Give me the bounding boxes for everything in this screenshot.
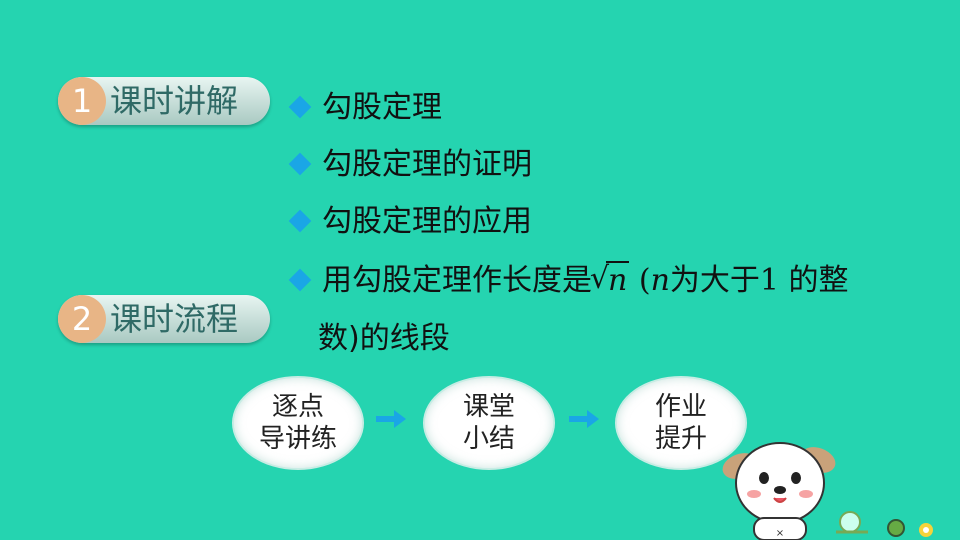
bullet-item: 勾股定理的证明 xyxy=(288,145,532,185)
variable-n: n xyxy=(650,263,670,298)
step-line: 逐点 xyxy=(271,392,324,422)
step-line: 课堂 xyxy=(462,392,515,422)
bullet-text: 勾股定理 xyxy=(322,90,442,125)
sqrt-expression: n xyxy=(590,259,630,301)
svg-text:×: × xyxy=(776,528,784,539)
bullet-text-continued: 数)的线段 xyxy=(318,321,450,356)
step-line: 提升 xyxy=(654,424,707,454)
section-badge-2: 2 课时流程 xyxy=(58,295,270,343)
bullet-text-middle: 为大于 xyxy=(669,263,760,298)
bullet-text: 勾股定理的应用 xyxy=(322,204,532,239)
bullet-text-suffix: 的整 xyxy=(779,263,849,298)
step-oval-1: 逐点 导讲练 xyxy=(232,376,364,470)
section-number: 2 xyxy=(58,295,106,343)
step-line: 小结 xyxy=(462,424,515,454)
arrow-right-icon xyxy=(376,410,406,428)
step-oval-3: 作业 提升 xyxy=(615,376,747,470)
section-number: 1 xyxy=(58,77,106,125)
bullet-text: 用勾股定理作长度是 xyxy=(322,263,592,298)
number-one: 1 xyxy=(759,263,779,298)
sqrt-variable: n xyxy=(606,261,630,298)
arrow-right-icon xyxy=(569,410,599,428)
section-label: 课时流程 xyxy=(110,300,239,338)
bullet-item: 勾股定理的应用 xyxy=(288,202,532,242)
paren-open: ( xyxy=(629,263,651,298)
bullet-item: 用勾股定理作长度是n (n为大于1 的整 xyxy=(288,259,888,301)
diamond-bullet-icon xyxy=(288,152,312,175)
section-label: 课时讲解 xyxy=(110,82,239,120)
diamond-bullet-icon xyxy=(288,95,312,118)
step-line: 导讲练 xyxy=(258,424,337,454)
step-oval-2: 课堂 小结 xyxy=(423,376,555,470)
bullet-text: 勾股定理的证明 xyxy=(322,147,532,182)
bullet-item: 勾股定理 xyxy=(288,88,442,128)
cartoon-dog-illustration: × xyxy=(722,442,933,540)
section-badge-1: 1 课时讲解 xyxy=(58,77,270,125)
step-line: 作业 xyxy=(654,392,707,422)
diamond-bullet-icon xyxy=(288,268,312,291)
diamond-bullet-icon xyxy=(288,209,312,232)
